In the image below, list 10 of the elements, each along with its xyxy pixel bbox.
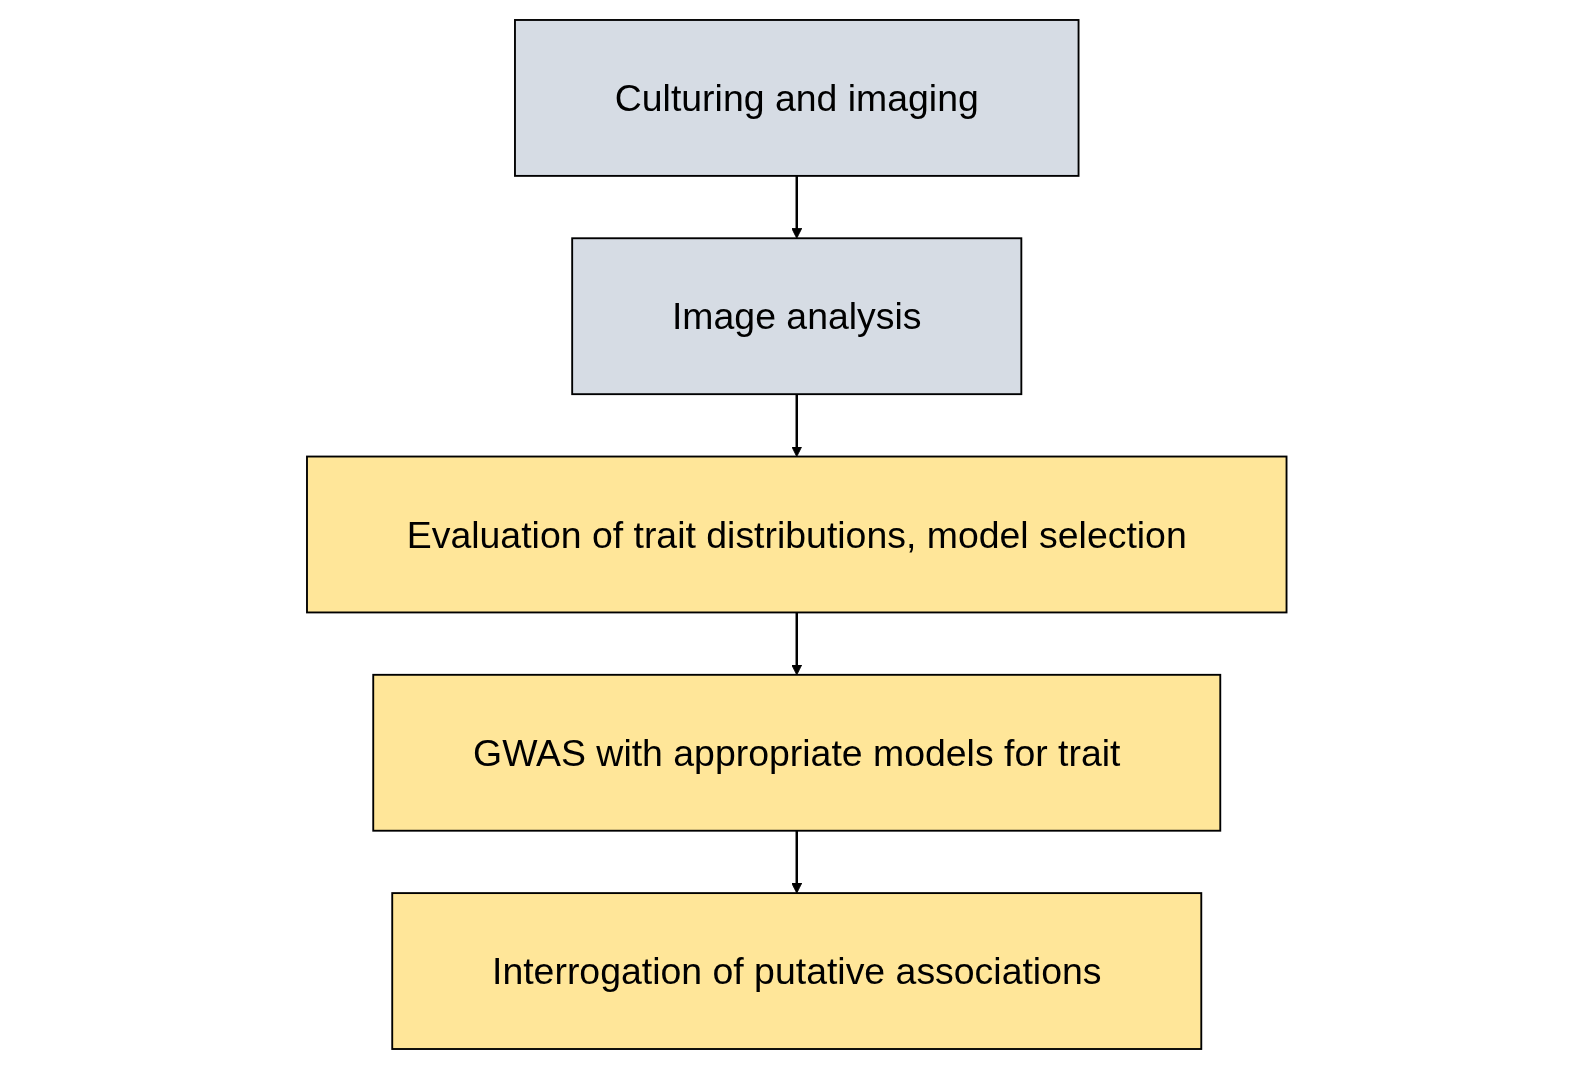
node-box xyxy=(570,237,1022,396)
arrow xyxy=(791,612,802,676)
node-box xyxy=(391,892,1202,1050)
node-box xyxy=(305,455,1288,614)
arrow xyxy=(791,830,802,894)
arrow xyxy=(791,175,802,239)
node-box xyxy=(513,19,1080,177)
arrow xyxy=(791,394,802,458)
node-box xyxy=(372,673,1221,832)
flowchart-drawing: Culturing and imaging Image analysis Evaluation of trait distributions, model selection GWAS with appropriate models for trait Interrogation of putative associations xyxy=(296,10,1297,1059)
